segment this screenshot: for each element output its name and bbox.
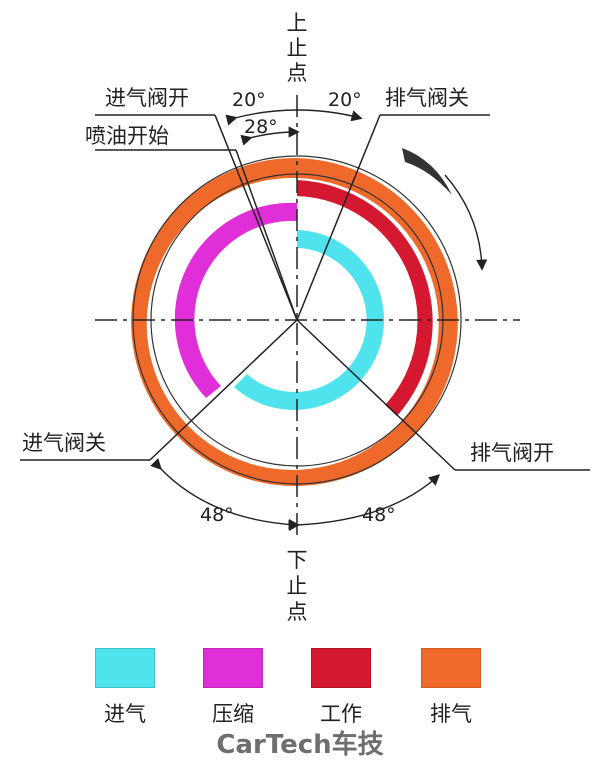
- angle-arc-exhaust-close: [296, 109, 363, 122]
- intake-close-angle: 48°: [200, 504, 234, 526]
- legend-intake-label: 进气: [104, 702, 146, 726]
- angle-arc-exhaust-open: [288, 474, 441, 532]
- compression-arc: [174, 202, 297, 398]
- bdc-label-2: 止: [287, 574, 308, 598]
- power-arc: [297, 180, 433, 416]
- intake-open-label: 进气阀开: [105, 86, 189, 110]
- legend-compression-label: 压缩: [212, 702, 254, 726]
- injection-line: [235, 149, 298, 321]
- legend-exhaust-label: 排气: [430, 702, 472, 726]
- injection-angle: 28°: [244, 116, 278, 138]
- legend-power-label: 工作: [320, 702, 362, 726]
- intake-open-angle: 20°: [232, 89, 266, 111]
- exhaust-close-angle: 20°: [328, 89, 362, 111]
- exhaust-open-line: [296, 319, 456, 471]
- intake-open-line: [214, 114, 298, 321]
- tdc-label-2: 止: [287, 36, 308, 60]
- intake-arc: [234, 230, 385, 410]
- angle-arc-intake-close: [150, 458, 300, 531]
- tdc-label-1: 上: [287, 11, 308, 35]
- rotation-arrow: [444, 174, 488, 271]
- legend-intake: 进气: [60, 648, 190, 728]
- legend-power: 工作: [276, 648, 406, 728]
- exhaust-open-angle: 48°: [362, 504, 396, 526]
- tdc-label-3: 点: [287, 61, 308, 85]
- angle-arc-injection: [240, 126, 300, 146]
- legend-compression: 压缩: [168, 648, 298, 728]
- angle-arc-intake-open: [225, 109, 298, 126]
- legend-power-swatch: [311, 648, 371, 688]
- legend-intake-swatch: [95, 648, 155, 688]
- bdc-label-3: 点: [287, 600, 308, 624]
- injection-start-label: 喷油开始: [85, 124, 169, 148]
- brand-watermark: CarTech车技: [216, 730, 384, 760]
- legend-exhaust: 排气: [386, 648, 516, 728]
- intake-close-label: 进气阀关: [22, 431, 106, 455]
- intake-close-line: [149, 319, 298, 461]
- rotation-direction-icon: [402, 148, 452, 195]
- legend-exhaust-swatch: [421, 648, 481, 688]
- legend-compression-swatch: [203, 648, 263, 688]
- exhaust-close-line: [296, 114, 381, 321]
- exhaust-open-label: 排气阀开: [470, 441, 554, 465]
- bdc-label-1: 下: [287, 548, 308, 572]
- exhaust-close-label: 排气阀关: [385, 86, 469, 110]
